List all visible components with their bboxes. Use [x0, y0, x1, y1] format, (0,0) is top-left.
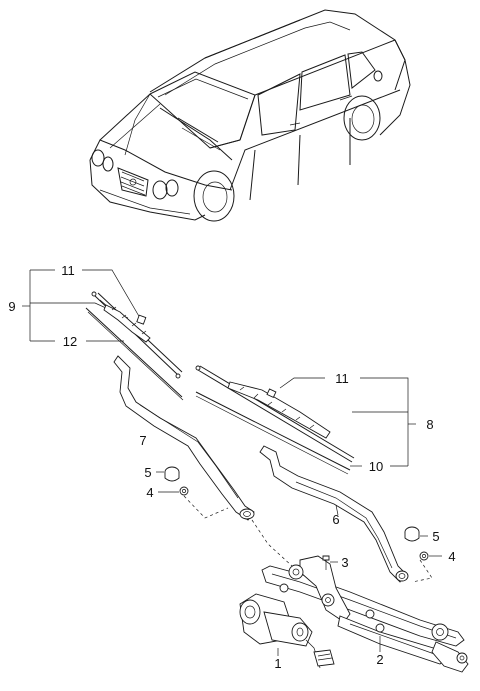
wiper-blade-left — [91, 291, 183, 379]
callout-3: 3 — [341, 555, 348, 570]
blade-insert-right — [266, 388, 277, 399]
callout-12: 12 — [63, 334, 77, 349]
wiper-arm-right — [259, 445, 409, 583]
nut-left — [179, 486, 189, 496]
callout-11-left: 11 — [61, 263, 75, 278]
callout-2: 2 — [376, 652, 383, 667]
bolt — [322, 555, 330, 570]
callout-1: 1 — [274, 656, 281, 671]
cap-right — [404, 526, 420, 542]
nut-right — [419, 551, 429, 561]
wiper-linkage — [261, 555, 469, 673]
callout-11-right: 11 — [335, 371, 349, 386]
blade-refill-right — [195, 391, 351, 475]
bracket-left — [22, 269, 141, 342]
blade-refill-left — [85, 307, 184, 401]
callout-4-right: 4 — [448, 549, 455, 564]
callout-10: 10 — [369, 459, 383, 474]
callout-6: 6 — [332, 512, 339, 527]
callout-5-right: 5 — [432, 529, 439, 544]
callout-5-left: 5 — [144, 465, 151, 480]
bracket-right — [279, 377, 416, 467]
car-illustration — [89, 9, 411, 222]
wiper-motor — [239, 593, 335, 669]
callout-4-left: 4 — [146, 485, 153, 500]
callout-8: 8 — [426, 417, 433, 432]
wiper-blade-right — [195, 365, 355, 463]
callout-7: 7 — [139, 433, 146, 448]
cap-left — [164, 466, 180, 482]
blade-insert-left — [136, 314, 147, 325]
wiper-arm-left — [113, 355, 255, 521]
callout-9: 9 — [8, 299, 15, 314]
